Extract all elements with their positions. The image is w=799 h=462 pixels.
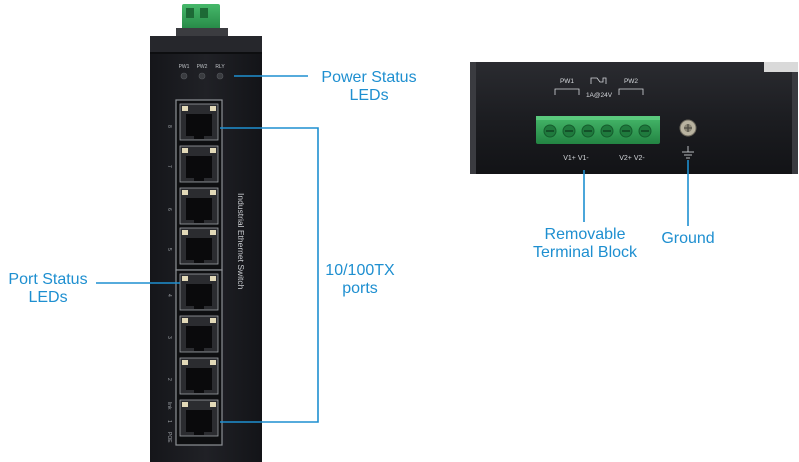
port-status-led (210, 318, 216, 323)
ground-label: Ground (661, 230, 715, 247)
power-status-leds: PW1 PW2 RLY (179, 64, 225, 80)
port-status-label-line2: LEDs (28, 289, 68, 306)
port-status-led (182, 402, 188, 407)
port-status-led (210, 230, 216, 235)
led-label-rly: RLY (215, 64, 225, 70)
port-status-led (182, 360, 188, 365)
v2-label: V2+ V2- (619, 155, 645, 162)
ethernet-ports (179, 103, 219, 437)
pw1-label: PW1 (560, 78, 574, 85)
ports-bracket-line (220, 127, 319, 423)
rj45-port (179, 187, 219, 225)
rj45-port (179, 145, 219, 183)
ports-label-line2: ports (342, 280, 378, 297)
power-status-callout: Power Status LEDs (312, 69, 426, 105)
ground-callout: Ground (652, 230, 724, 248)
pw2-label: PW2 (624, 78, 638, 85)
port-status-led (210, 276, 216, 281)
port-status-led (182, 190, 188, 195)
port-status-led (182, 148, 188, 153)
port-number-3: 3 (166, 336, 172, 339)
port-status-led (182, 106, 188, 111)
power-status-label-line2: LEDs (349, 87, 389, 104)
v1-label: V1+ V1- (563, 155, 589, 162)
port-status-led (182, 318, 188, 323)
terminal-label-line1: Removable (544, 226, 626, 243)
port-number-6: 6 (166, 208, 172, 211)
ground-symbol-icon (682, 146, 694, 159)
port-number-2: 2 (166, 378, 172, 381)
port-number-7: 7 (166, 165, 172, 168)
port-number-4: 4 (166, 294, 172, 297)
ports-label-line1: 10/100TX (325, 262, 395, 279)
led-label-pw2: PW2 (197, 64, 208, 70)
ground-screw (679, 119, 697, 137)
port-status-callout: Port Status LEDs (0, 271, 96, 307)
terminal-block-callout: Removable Terminal Block (518, 226, 652, 262)
port-status-led (182, 230, 188, 235)
led-label-pw1: PW1 (179, 64, 190, 70)
switch-top-view: PW1 PW2 1A@24V V1+ V1- V2+ V2- (470, 62, 798, 174)
rj45-port (179, 227, 219, 265)
port-number-5: 5 (166, 248, 172, 251)
port-number-8: 8 (166, 125, 172, 128)
rj45-port (179, 273, 219, 311)
removable-terminal-block (536, 116, 660, 144)
port-status-led (210, 148, 216, 153)
port-status-led (210, 190, 216, 195)
port-status-label-line1: Port Status (8, 271, 88, 288)
port-status-led (210, 106, 216, 111)
terminal-label-line2: Terminal Block (532, 244, 638, 261)
switch-front-view: PW1 PW2 RLY Industrial Ethernet Switch 8… (150, 4, 262, 462)
ports-callout: 10/100TX ports (322, 262, 398, 298)
port-status-led (182, 276, 188, 281)
rj45-port (179, 357, 219, 395)
port-status-led (210, 360, 216, 365)
poe-label: POE (166, 432, 172, 443)
relay-rating: 1A@24V (586, 92, 613, 99)
power-status-label-line1: Power Status (321, 69, 417, 86)
link-label: link (166, 402, 172, 410)
rj45-port (179, 399, 219, 437)
product-name-text: Industrial Ethernet Switch (236, 193, 246, 290)
port-number-1: 1 (166, 420, 172, 423)
relay-icon (590, 77, 607, 84)
port-status-led (210, 402, 216, 407)
rj45-port (179, 315, 219, 353)
rj45-port (179, 103, 219, 141)
